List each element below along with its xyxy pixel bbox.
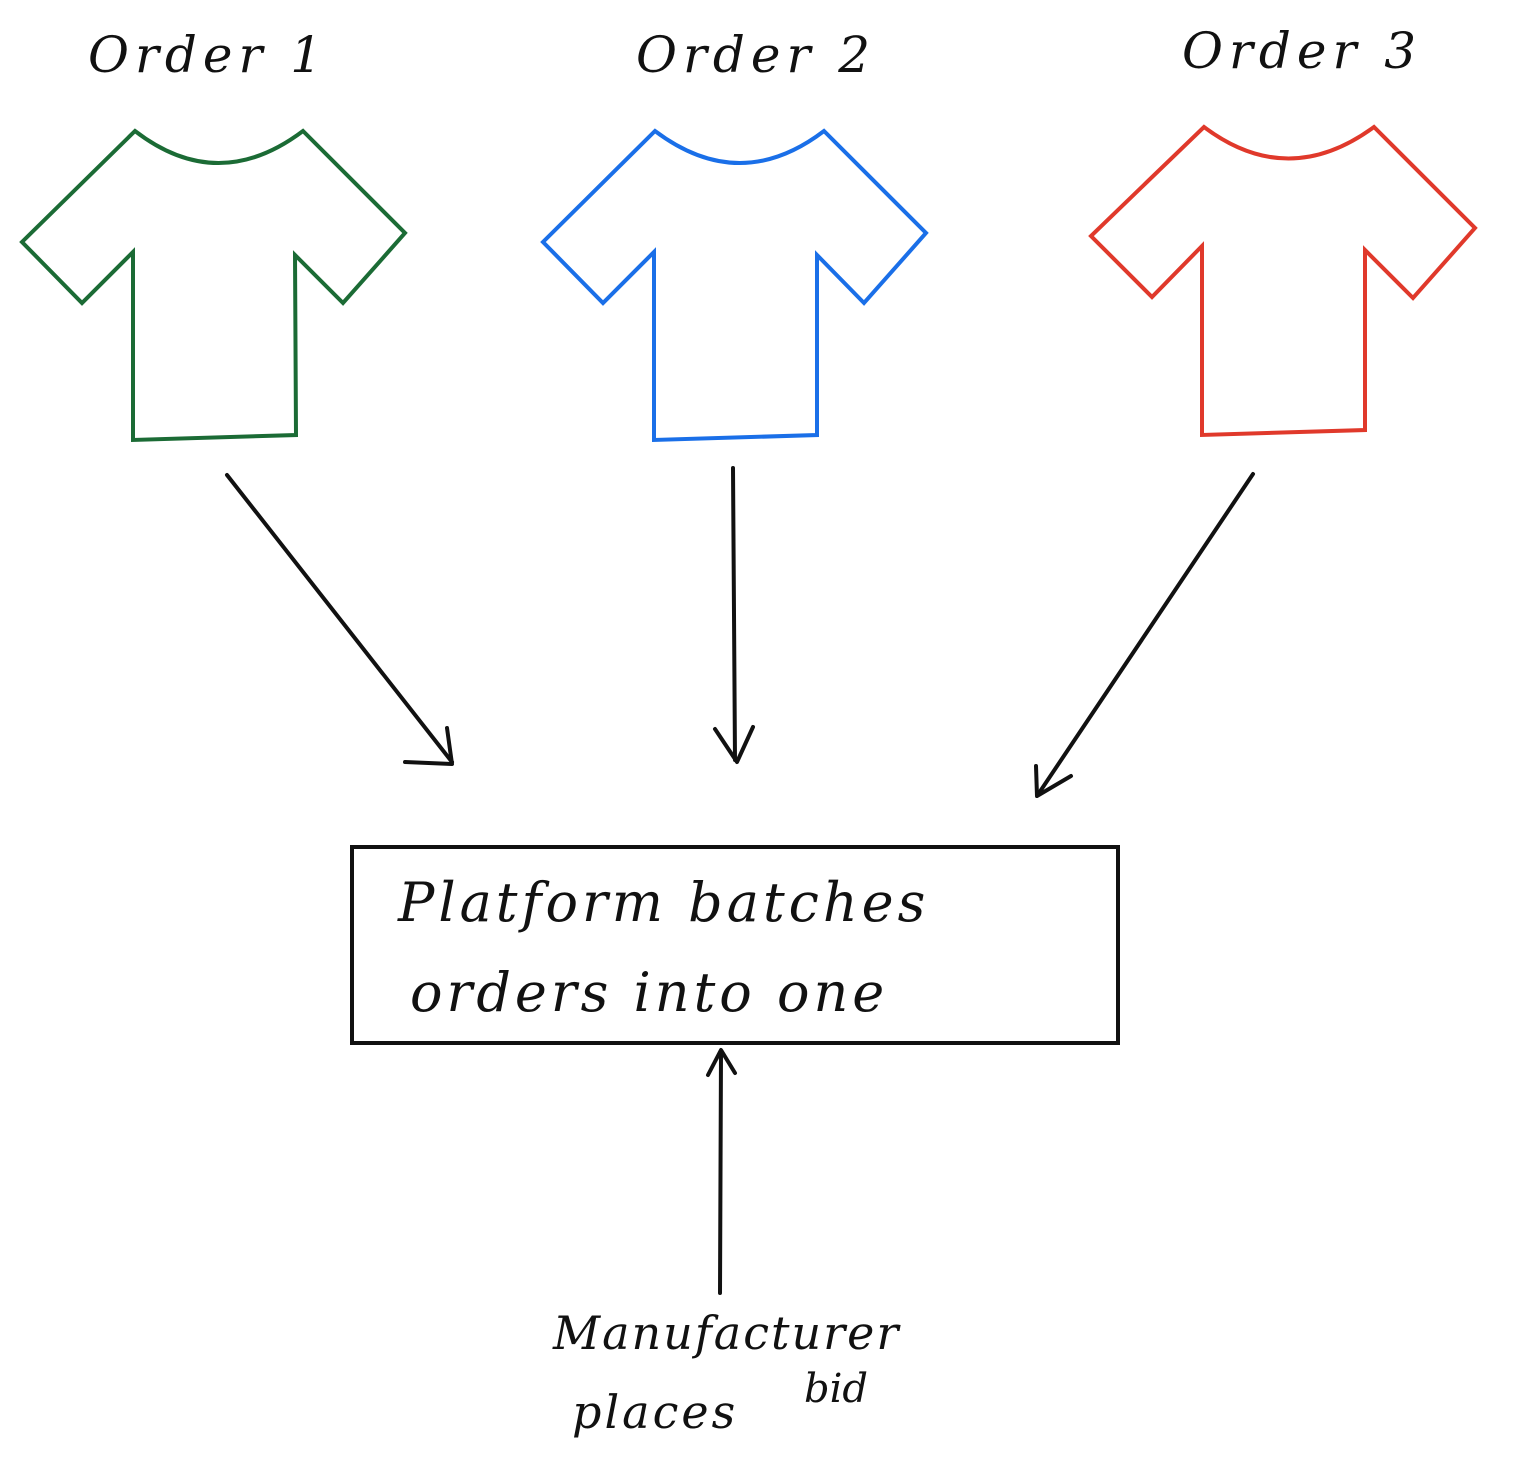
arrow-order-3-to-platform	[1034, 472, 1255, 798]
tshirt-icon-order-3	[1088, 124, 1478, 438]
order-1-label: Order 1	[88, 26, 329, 84]
tshirt-icon-order-1	[19, 128, 408, 443]
arrow-order-2-to-platform	[713, 466, 755, 764]
manufacturer-label-bid: bid	[804, 1366, 869, 1412]
manufacturer-label-line-1: Manufacturer	[553, 1306, 901, 1360]
manufacturer-label-line-2: places	[572, 1385, 739, 1439]
arrow-manufacturer-to-platform	[706, 1048, 737, 1295]
platform-box-line-2: orders into one	[410, 961, 889, 1024]
order-2-label: Order 2	[636, 26, 877, 84]
platform-box-line-1: Platform batches	[398, 871, 930, 934]
arrow-order-1-to-platform	[225, 473, 454, 766]
platform-box: Platform batches orders into one	[350, 845, 1120, 1045]
order-3-label: Order 3	[1182, 22, 1423, 80]
tshirt-icon-order-2	[540, 128, 929, 443]
